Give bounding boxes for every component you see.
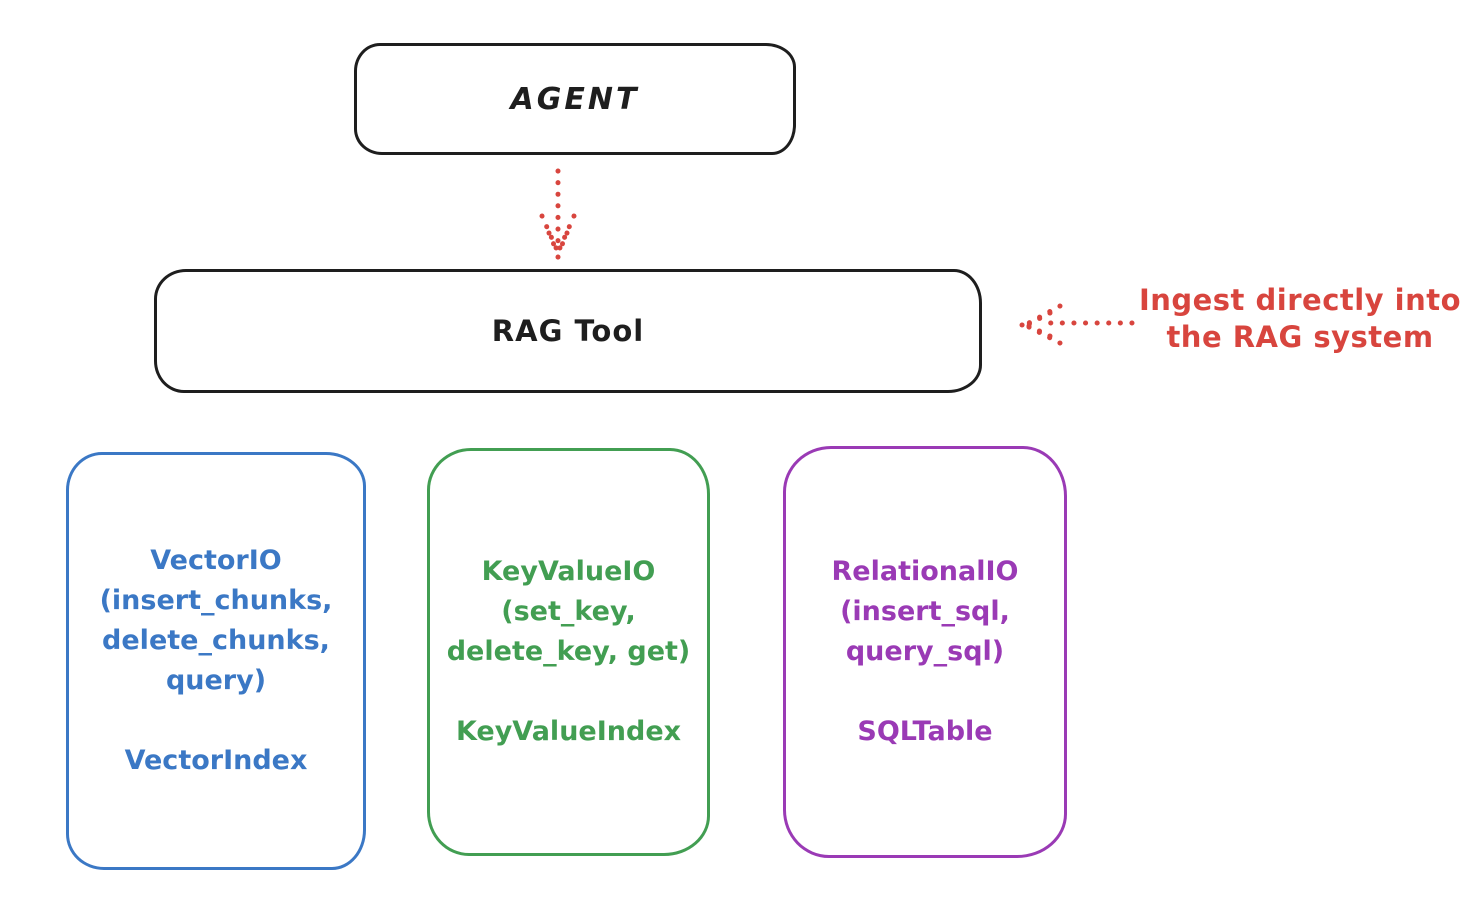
ingest-annotation-text: Ingest directly into the RAG system — [1138, 283, 1462, 355]
vector-io-label: VectorIO (insert_chunks, delete_chunks, … — [99, 545, 333, 696]
rag-tool-label: RAG Tool — [491, 314, 645, 348]
rag-tool-node: RAG Tool — [154, 269, 982, 393]
relational-io-node: RelationalIO (insert_sql, query_sql) SQL… — [783, 446, 1067, 858]
vector-io-node: VectorIO (insert_chunks, delete_chunks, … — [66, 452, 366, 870]
sql-table-label: SQLTable — [857, 716, 993, 747]
keyvalue-index-label: KeyValueIndex — [455, 716, 682, 747]
vector-index-label: VectorIndex — [124, 745, 308, 776]
keyvalue-io-label: KeyValueIO (set_key, delete_key, get) — [446, 556, 691, 667]
relational-io-label: RelationalIO (insert_sql, query_sql) — [831, 556, 1019, 667]
agent-to-rag-arrow-icon — [539, 168, 577, 260]
agent-node: AGENT — [354, 43, 796, 155]
keyvalue-io-node: KeyValueIO (set_key, delete_key, get) Ke… — [427, 448, 710, 856]
ingest-arrow-icon — [1019, 303, 1135, 346]
agent-label: AGENT — [510, 81, 640, 117]
